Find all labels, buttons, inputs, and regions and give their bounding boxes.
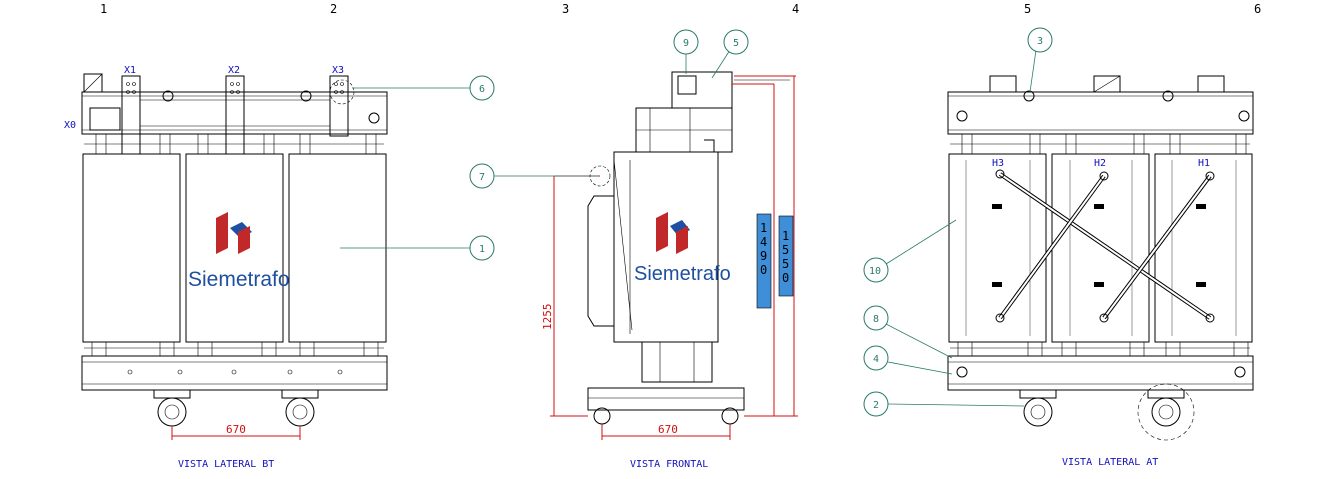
balloon-7	[469, 163, 495, 189]
terminal-label-x1: X1	[124, 65, 136, 76]
svg-text:5: 5	[733, 38, 739, 49]
bottom-yoke	[81, 355, 388, 391]
column-number: 6	[1254, 2, 1261, 16]
terminal-label-x3: X3	[332, 65, 344, 76]
view-lateral-bt: X1 X2 X3 X0 Siemetrafo	[64, 65, 388, 470]
dimension-tag-1490: 1 4 9 0	[756, 213, 772, 309]
wheel-at-left	[1019, 389, 1057, 427]
detail-circle	[329, 79, 355, 105]
brand-name-front: Siemetrafo	[634, 263, 731, 285]
protection-box	[671, 71, 733, 109]
connection-rods	[995, 169, 1215, 323]
brand-logo: Siemetrafo	[188, 212, 290, 291]
brand-logo-front: Siemetrafo	[634, 212, 731, 285]
svg-text:1: 1	[479, 244, 485, 255]
svg-text:10: 10	[869, 266, 881, 277]
svg-text:8: 8	[873, 314, 879, 325]
svg-text:0: 0	[782, 271, 789, 285]
svg-text:6: 6	[479, 84, 485, 95]
wheel-at-right	[1137, 383, 1195, 441]
balloon-9	[673, 29, 699, 55]
terminal-bar-x3	[329, 75, 349, 137]
terminal-label-h1: H1	[1198, 158, 1210, 169]
coil-at-2	[1051, 153, 1150, 343]
svg-text:5: 5	[782, 243, 789, 257]
view-lateral-at: H3 H2 H1 VISTA LATERAL AT	[947, 75, 1254, 468]
column-number: 5	[1024, 2, 1031, 16]
balloon-2	[863, 391, 889, 417]
wheel-right	[281, 389, 319, 427]
svg-text:1: 1	[782, 229, 789, 243]
terminal-label-h2: H2	[1094, 158, 1106, 169]
terminal-label-h3: H3	[992, 158, 1004, 169]
svg-text:4: 4	[873, 354, 879, 365]
svg-text:7: 7	[479, 172, 485, 183]
dimension-tag-1550: 1 5 5 0	[778, 215, 794, 297]
balloon-1	[469, 235, 495, 261]
svg-text:9: 9	[760, 249, 767, 263]
svg-text:2: 2	[873, 400, 879, 411]
neutral-bar	[89, 107, 121, 131]
balloons: 1 6 7 9 5 3 10 8 4 2	[340, 27, 1053, 417]
svg-text:0: 0	[760, 263, 767, 277]
side-bracket	[587, 195, 614, 327]
wheel-left	[153, 389, 191, 427]
top-yoke	[81, 91, 388, 135]
detail-circle-wheel	[1137, 383, 1195, 441]
front-base	[587, 387, 745, 411]
svg-text:1: 1	[760, 221, 767, 235]
column-number: 1	[100, 2, 107, 16]
balloon-6	[469, 75, 495, 101]
view-caption-front: VISTA FRONTAL	[630, 459, 708, 470]
balloon-5	[723, 29, 749, 55]
bottom-yoke-at	[947, 355, 1254, 391]
view-frontal: Siemetrafo 1 4 9 0 1 5 5 0	[541, 71, 798, 470]
tap-points	[992, 204, 1206, 287]
terminal-label-x2: X2	[228, 65, 240, 76]
balloon-4	[863, 345, 889, 371]
view-caption-left: VISTA LATERAL BT	[178, 459, 274, 470]
svg-text:9: 9	[683, 38, 689, 49]
coil-phase-2	[185, 153, 284, 343]
dimension-value: 670	[226, 423, 246, 436]
svg-text:5: 5	[782, 257, 789, 271]
brand-name: Siemetrafo	[188, 268, 290, 291]
column-numbers: 1 2 3 4 5 6	[100, 2, 1261, 16]
svg-text:4: 4	[760, 235, 767, 249]
balloon-10	[863, 257, 889, 283]
dimension-width-value: 670	[658, 423, 678, 436]
column-number: 4	[792, 2, 799, 16]
svg-text:3: 3	[1037, 36, 1043, 47]
balloon-8	[863, 305, 889, 331]
coil-phase-1	[82, 153, 181, 343]
view-caption-right: VISTA LATERAL AT	[1062, 457, 1158, 468]
terminal-label-x0: X0	[64, 120, 76, 131]
coil-at-1	[948, 153, 1047, 343]
dimension-height-value: 1255	[541, 304, 554, 331]
dimension-wheel-track: 670	[171, 423, 301, 440]
balloon-3	[1027, 27, 1053, 53]
top-yoke-at	[947, 91, 1254, 135]
column-number: 3	[562, 2, 569, 16]
column-number: 2	[330, 2, 337, 16]
